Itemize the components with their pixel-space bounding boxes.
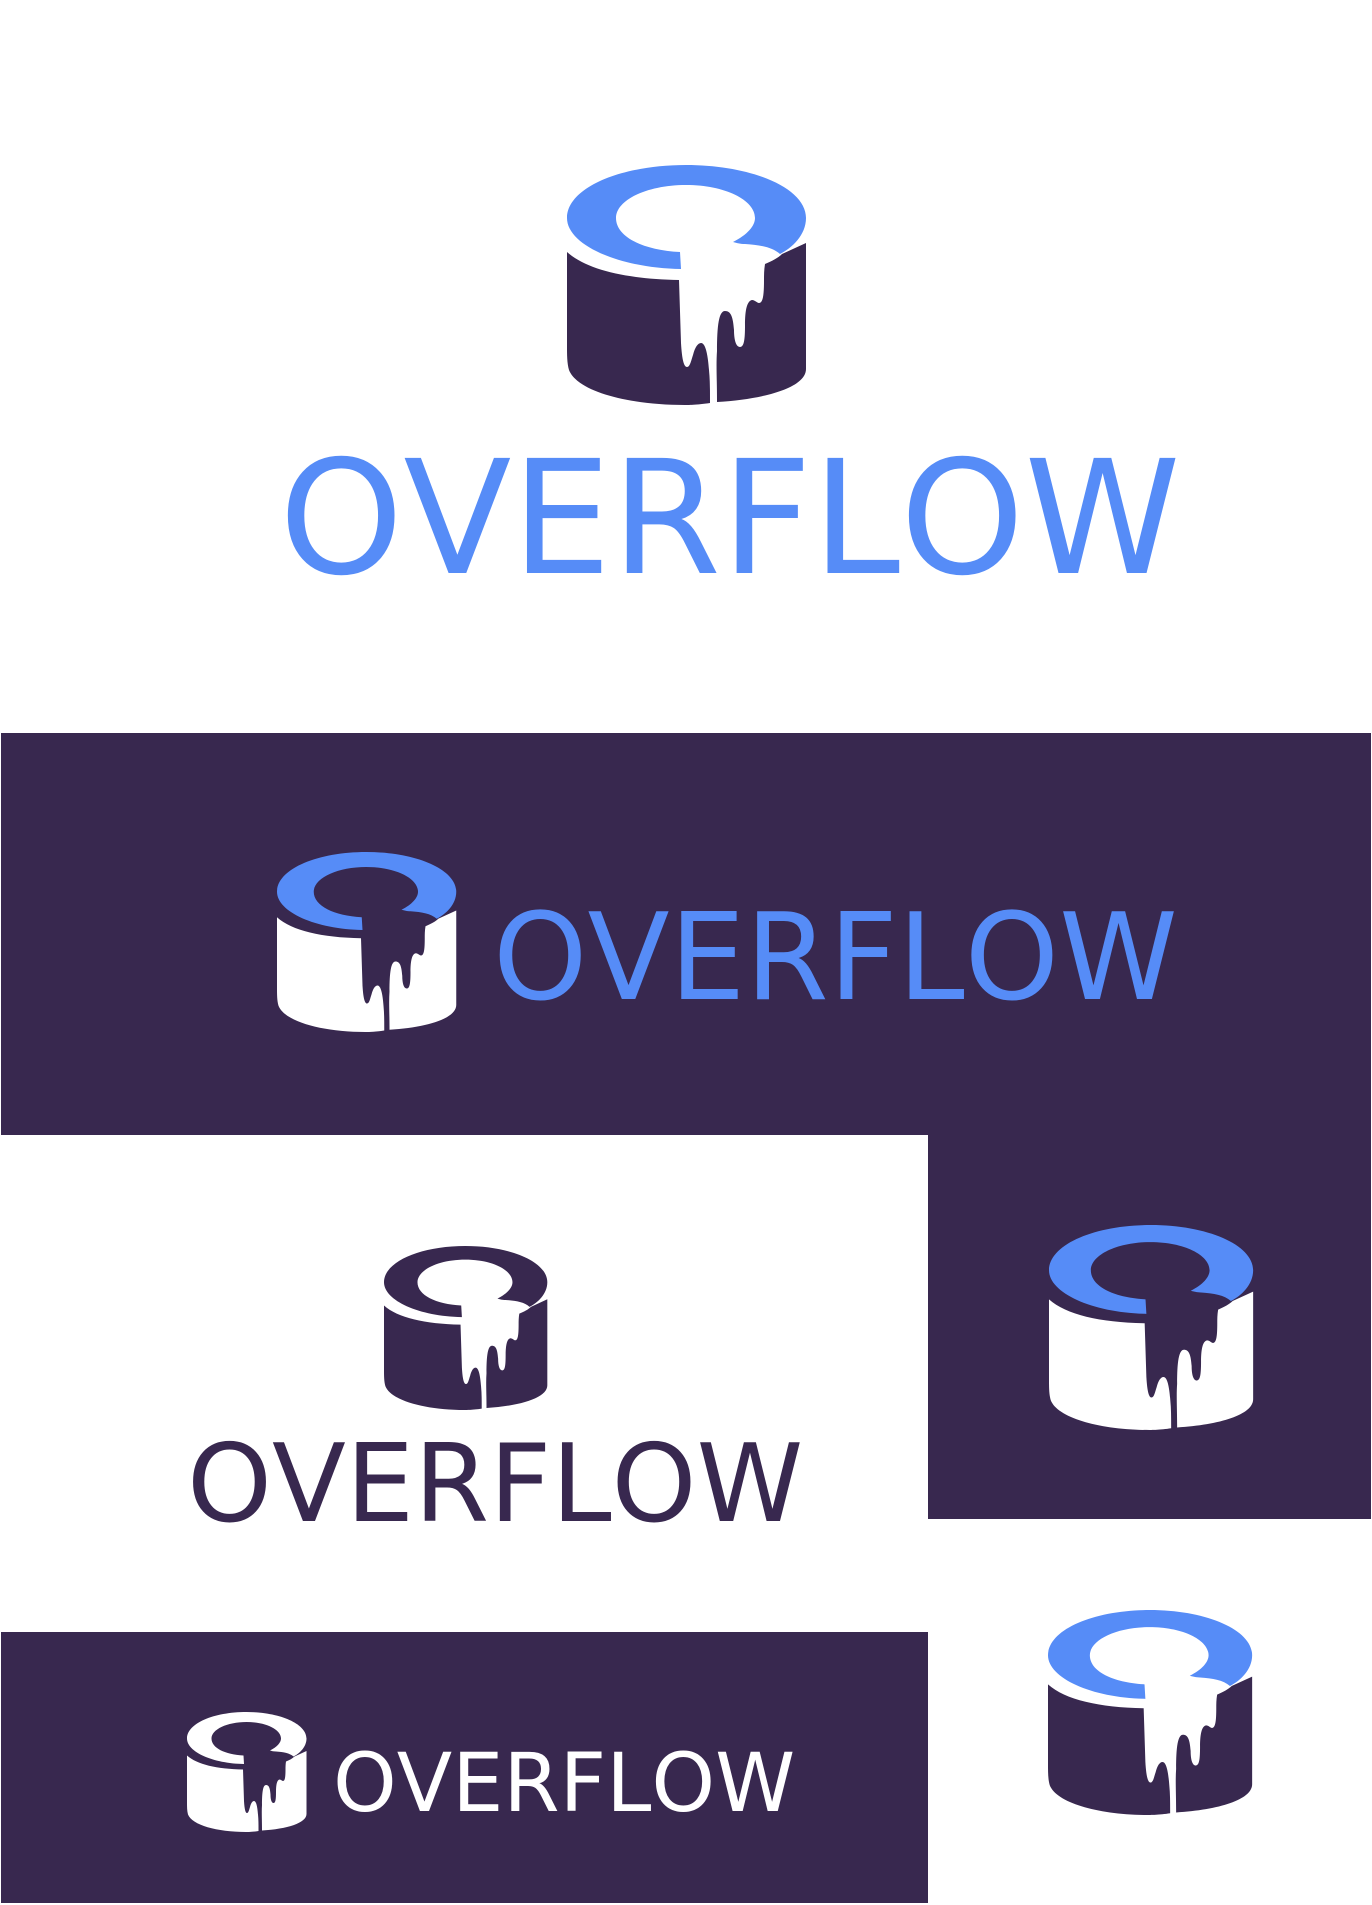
wordmark-letter: F bbox=[489, 1422, 552, 1547]
wordmark-letter: E bbox=[669, 889, 746, 1028]
dark-panel-bottom bbox=[1, 1632, 928, 1903]
wordmark-letter: V bbox=[403, 427, 512, 611]
wordmark-letter: F bbox=[721, 427, 812, 611]
wordmark-letter: O bbox=[611, 1422, 697, 1547]
brand-wordmark: O V E R F L O W bbox=[493, 889, 1178, 1028]
dark-panel-top bbox=[1, 733, 1371, 1135]
brand-wordmark: O V E R F L O W bbox=[279, 427, 1181, 611]
wordmark-letter: R bbox=[503, 1737, 560, 1831]
wordmark-letter: F bbox=[559, 1737, 607, 1831]
wordmark-letter: O bbox=[964, 889, 1060, 1028]
wordmark-letter: E bbox=[452, 1737, 504, 1831]
wordmark-letter: W bbox=[1024, 427, 1181, 611]
paint-can-logo-icon bbox=[277, 852, 457, 1032]
wordmark-letter: O bbox=[279, 427, 404, 611]
wordmark-letter: O bbox=[493, 889, 588, 1028]
wordmark-letter: F bbox=[828, 889, 898, 1028]
wordmark-letter: R bbox=[414, 1422, 490, 1547]
wordmark-letter: V bbox=[396, 1737, 453, 1831]
wordmark-letter: W bbox=[1059, 889, 1178, 1028]
wordmark-letter: V bbox=[587, 889, 670, 1028]
wordmark-letter: L bbox=[812, 427, 901, 611]
paint-can-logo-icon bbox=[384, 1246, 548, 1410]
paint-can-logo-icon bbox=[1048, 1610, 1253, 1815]
wordmark-letter: O bbox=[651, 1737, 716, 1831]
paint-can-logo-icon bbox=[567, 165, 807, 405]
wordmark-letter: L bbox=[606, 1737, 652, 1831]
wordmark-letter: L bbox=[897, 889, 965, 1028]
wordmark-letter: E bbox=[345, 1422, 415, 1547]
wordmark-letter: R bbox=[745, 889, 829, 1028]
wordmark-letter: O bbox=[333, 1737, 397, 1831]
wordmark-letter: W bbox=[715, 1737, 796, 1831]
wordmark-letter: E bbox=[511, 427, 612, 611]
wordmark-letter: V bbox=[272, 1422, 346, 1547]
wordmark-letter: W bbox=[696, 1422, 804, 1547]
paint-can-logo-icon bbox=[187, 1712, 307, 1832]
paint-can-logo-icon bbox=[1049, 1225, 1254, 1430]
wordmark-letter: O bbox=[187, 1422, 273, 1547]
brand-wordmark: O V E R F L O W bbox=[187, 1422, 803, 1547]
wordmark-letter: L bbox=[551, 1422, 612, 1547]
brand-wordmark: O V E R F L O W bbox=[333, 1737, 795, 1831]
wordmark-letter: R bbox=[611, 427, 722, 611]
wordmark-letter: O bbox=[900, 427, 1025, 611]
dark-panel-right bbox=[928, 1135, 1371, 1519]
